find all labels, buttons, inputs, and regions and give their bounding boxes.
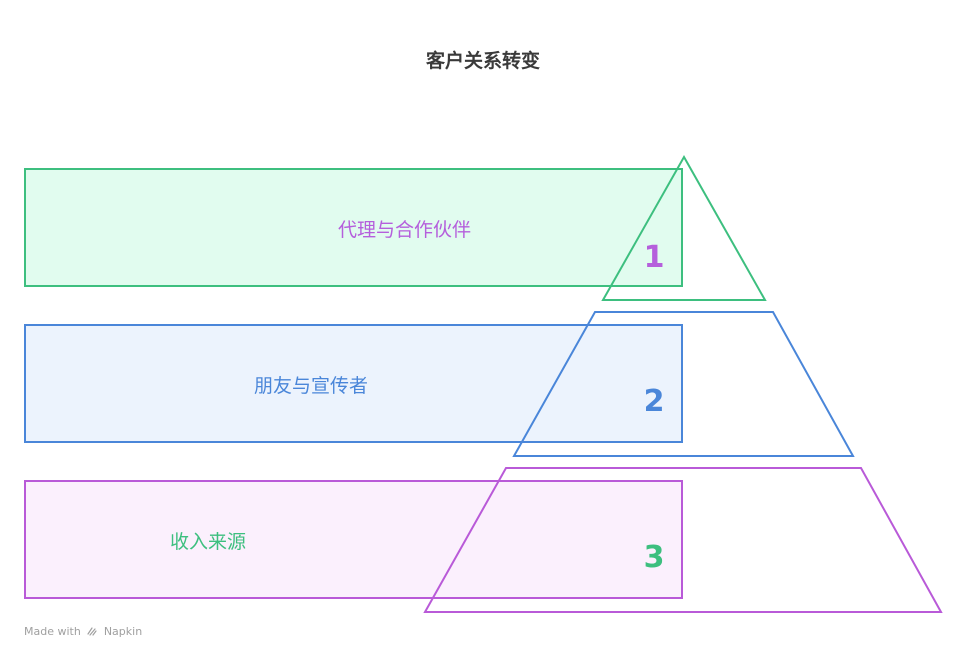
level-2-label: 朋友与宣传者	[254, 375, 369, 397]
level-1-label: 代理与合作伙伴	[338, 219, 472, 241]
diagram-title: 客户关系转变	[425, 50, 540, 72]
level-3-band	[24, 480, 683, 599]
footer-brand: Napkin	[103, 625, 143, 638]
pyramid-tier-3	[423, 467, 943, 613]
level-2-number: 2	[643, 384, 665, 419]
footer-made-with: Made with	[24, 625, 81, 638]
footer-attribution[interactable]: Made with Napkin	[24, 625, 142, 638]
level-3-label: 收入来源	[170, 531, 247, 553]
napkin-logo-icon	[87, 627, 97, 636]
level-1-number: 1	[643, 240, 665, 275]
level-3-number: 3	[643, 540, 665, 575]
level-2-band	[24, 324, 683, 443]
pyramid-tier-1	[601, 154, 767, 301]
pyramid-tier-2	[512, 311, 855, 457]
level-1-band	[24, 168, 683, 287]
